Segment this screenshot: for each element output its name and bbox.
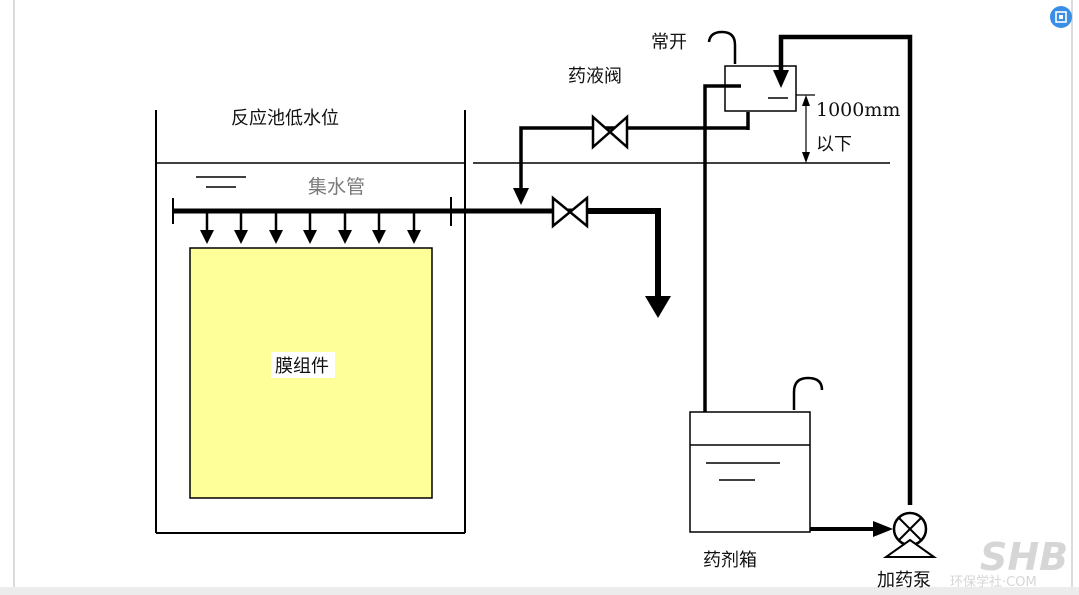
watermark-logo: SHB bbox=[980, 535, 1068, 579]
suction-arrow-head-4 bbox=[303, 230, 317, 244]
vent-hook bbox=[707, 30, 737, 64]
chemical-tank bbox=[689, 411, 811, 533]
suction-arrow-head-6 bbox=[372, 230, 386, 244]
reactor-low-level-label: 反应池低水位 bbox=[231, 108, 339, 129]
qr-icon bbox=[1055, 11, 1067, 23]
outlet-arrowhead bbox=[645, 296, 671, 318]
suction-arrow-head-1 bbox=[200, 230, 214, 244]
pump-discharge-arrowhead bbox=[773, 70, 789, 88]
pump-discharge-pipe bbox=[778, 34, 913, 505]
dosing-pump-base bbox=[882, 538, 938, 558]
watermark-site: 环保学社·COM bbox=[950, 574, 1037, 590]
bottom-scrollbar[interactable] bbox=[0, 587, 1079, 595]
suction-arrows bbox=[200, 213, 421, 244]
reactor-tank bbox=[155, 110, 466, 534]
normally-open-label: 常开 bbox=[651, 32, 687, 53]
dimension-arrow-down bbox=[802, 152, 810, 163]
membrane-module-label: 膜组件 bbox=[275, 356, 329, 377]
height-value-label: 1000mm bbox=[816, 99, 900, 121]
overflow-pipe bbox=[703, 84, 741, 425]
membrane-label-bg bbox=[271, 352, 335, 378]
chemical-valve-label: 药液阀 bbox=[568, 66, 622, 87]
chemical-tank-label: 药剂箱 bbox=[703, 550, 757, 571]
outlet-valve-body bbox=[551, 195, 589, 229]
corner-badge[interactable] bbox=[1050, 6, 1072, 28]
collector-pipe-label: 集水管 bbox=[308, 176, 365, 198]
suction-arrow-head-7 bbox=[407, 230, 421, 244]
tank-vent-hook bbox=[792, 376, 824, 410]
dosing-pump bbox=[882, 511, 938, 558]
dosing-pump-cross-b bbox=[898, 517, 922, 541]
height-below-label: 以下 bbox=[816, 134, 852, 155]
suction-arrow-head-5 bbox=[338, 230, 352, 244]
chemical-valve[interactable] bbox=[591, 114, 629, 150]
dimension-arrow-up bbox=[802, 95, 810, 106]
suction-arrow-head-2 bbox=[234, 230, 248, 244]
dosing-pump-label: 加药泵 bbox=[877, 570, 931, 591]
suction-arrow-head-3 bbox=[269, 230, 283, 244]
pump-suction-arrowhead bbox=[873, 521, 893, 537]
injection-arrowhead bbox=[513, 188, 529, 205]
outlet-pipe bbox=[575, 208, 661, 300]
qr-icon-dot bbox=[1059, 15, 1063, 19]
outlet-valve bbox=[551, 195, 589, 229]
chemical-injection-pipe bbox=[519, 126, 748, 196]
